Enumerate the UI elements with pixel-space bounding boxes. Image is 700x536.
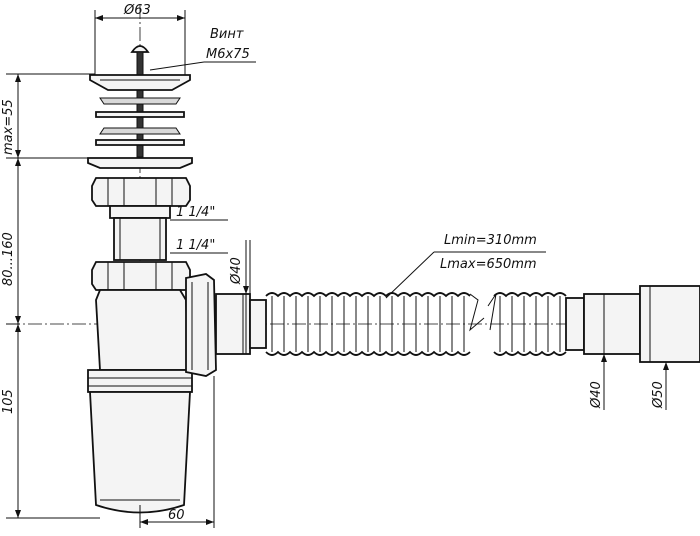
- clamp-height-label: max=55: [1, 99, 16, 155]
- grate-diameter-label: Ø63: [123, 3, 151, 18]
- screw-callout: Винт M6x75: [149, 27, 256, 71]
- side-outlet-nut: [185, 273, 251, 377]
- thread-lower-label: 1 1/4": [176, 238, 215, 253]
- hose-diameter-dimensions: Ø40 Ø50: [589, 354, 669, 410]
- left-dimension-lines: max=55 80...160 105: [1, 73, 100, 519]
- lower-nut: [91, 261, 191, 291]
- offset-label: 60: [168, 508, 185, 523]
- upper-nut: 1 1/4": [91, 177, 228, 221]
- hose-length-max: Lmax=650mm: [440, 257, 537, 272]
- corrugated-hose-right: [487, 285, 700, 363]
- screw-size: M6x75: [206, 47, 250, 62]
- screw-label: Винт: [210, 27, 244, 42]
- hose-inlet-diameter-label: Ø40: [589, 381, 604, 409]
- vertical-tube: 1 1/4": [113, 217, 228, 261]
- hose-outlet-diameter-label: Ø50: [651, 381, 666, 409]
- thread-upper-label: 1 1/4": [176, 205, 215, 220]
- hose-length-callout: Lmin=310mm Lmax=650mm: [385, 233, 546, 299]
- corrugated-hose-left: [249, 292, 485, 356]
- height-range-label: 80...160: [1, 232, 16, 286]
- drain-grate: [87, 45, 193, 169]
- offset-dimension: 60: [139, 376, 215, 528]
- bottle-height-label: 105: [1, 389, 16, 414]
- bottle-trap: [87, 289, 193, 514]
- outlet-diameter-dimension: Ø40: [229, 240, 251, 354]
- outlet-diameter-label: Ø40: [229, 257, 244, 285]
- grate-diameter-dimension: Ø63: [94, 3, 186, 75]
- hose-length-min: Lmin=310mm: [444, 233, 537, 248]
